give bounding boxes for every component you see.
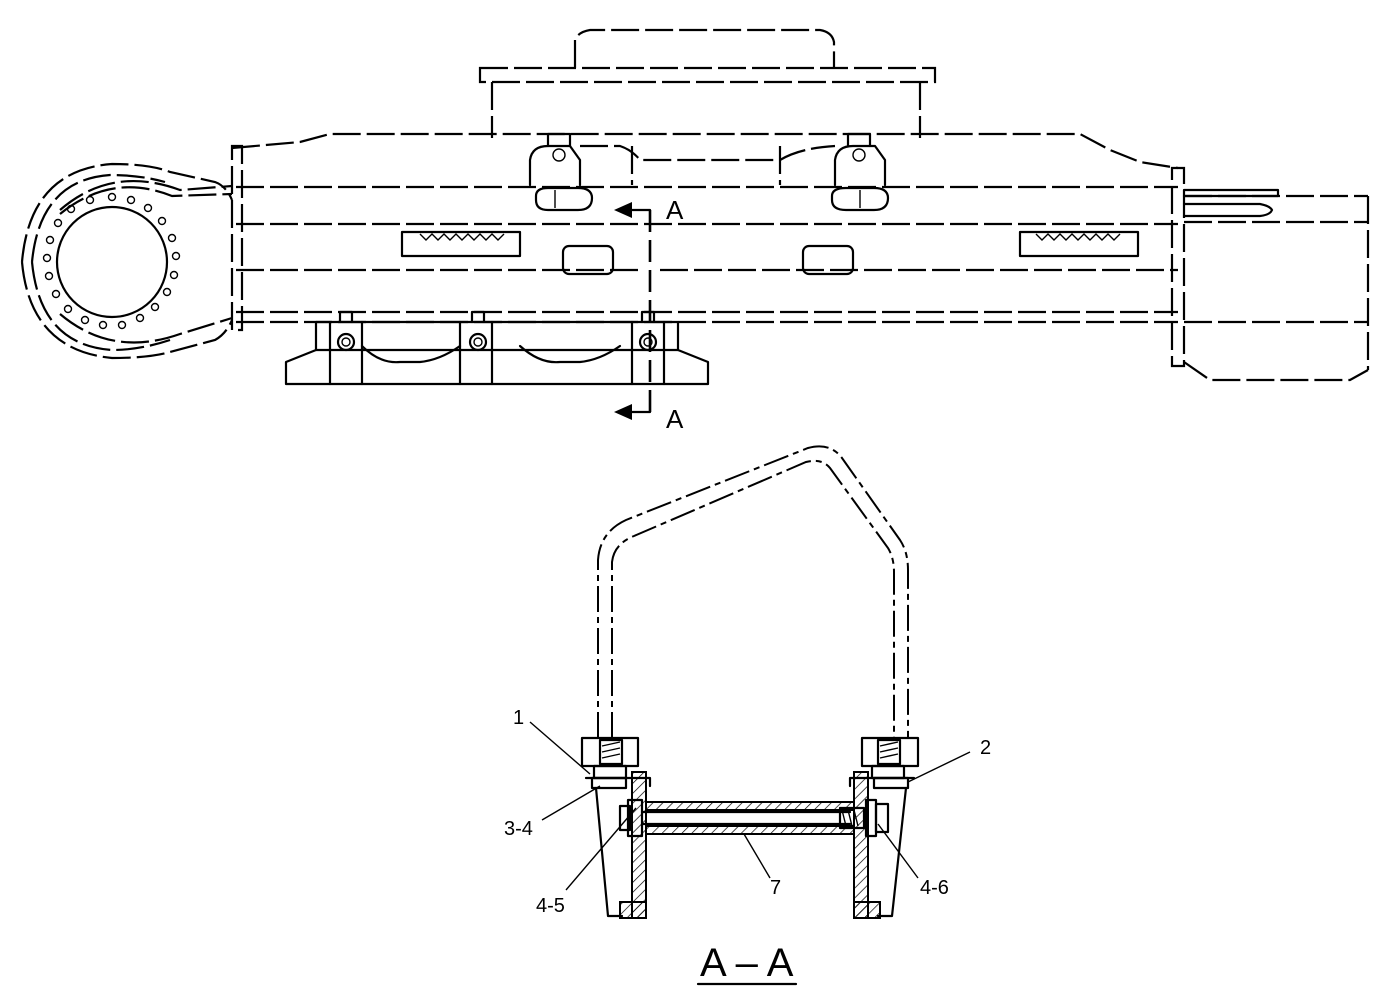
upper-channel [580, 144, 836, 162]
through-bolt [618, 798, 890, 838]
left-end-plate [230, 144, 244, 332]
upper-bracket-right [830, 132, 890, 212]
callout-3-4: 3-4 [504, 818, 533, 840]
bolt-circle [42, 192, 181, 330]
right-end-plate [1170, 166, 1186, 368]
callout-4-5: 4-5 [536, 895, 565, 917]
upper-channel-sides [630, 146, 782, 185]
section-view-aa: 1 2 3-4 4-5 7 4-6 A – A [504, 445, 991, 986]
section-cut-line [614, 202, 652, 420]
opening-right [801, 244, 855, 276]
leader-lines [529, 721, 971, 891]
callout-4-6: 4-6 [920, 877, 949, 899]
callout-7: 7 [770, 877, 781, 899]
track-frame-elevation: A A [20, 28, 1370, 434]
lower-support-bracket [284, 310, 710, 386]
guard-left [400, 230, 522, 258]
callout-1: 1 [513, 707, 524, 729]
section-title: A – A [700, 941, 794, 985]
idler-wheel [20, 162, 234, 360]
guard-right [1018, 230, 1140, 258]
top-housing [478, 28, 937, 138]
upper-bracket-left [528, 132, 594, 212]
opening-left [561, 244, 615, 276]
guard-frame [597, 445, 909, 738]
callout-2: 2 [980, 737, 991, 759]
section-marker-bottom: A [666, 404, 684, 434]
frame-upper-outline [231, 132, 1179, 170]
right-extension [1182, 188, 1370, 382]
left-clamp [580, 736, 652, 919]
spacer-tube [645, 801, 855, 835]
section-marker-top: A [666, 195, 684, 225]
